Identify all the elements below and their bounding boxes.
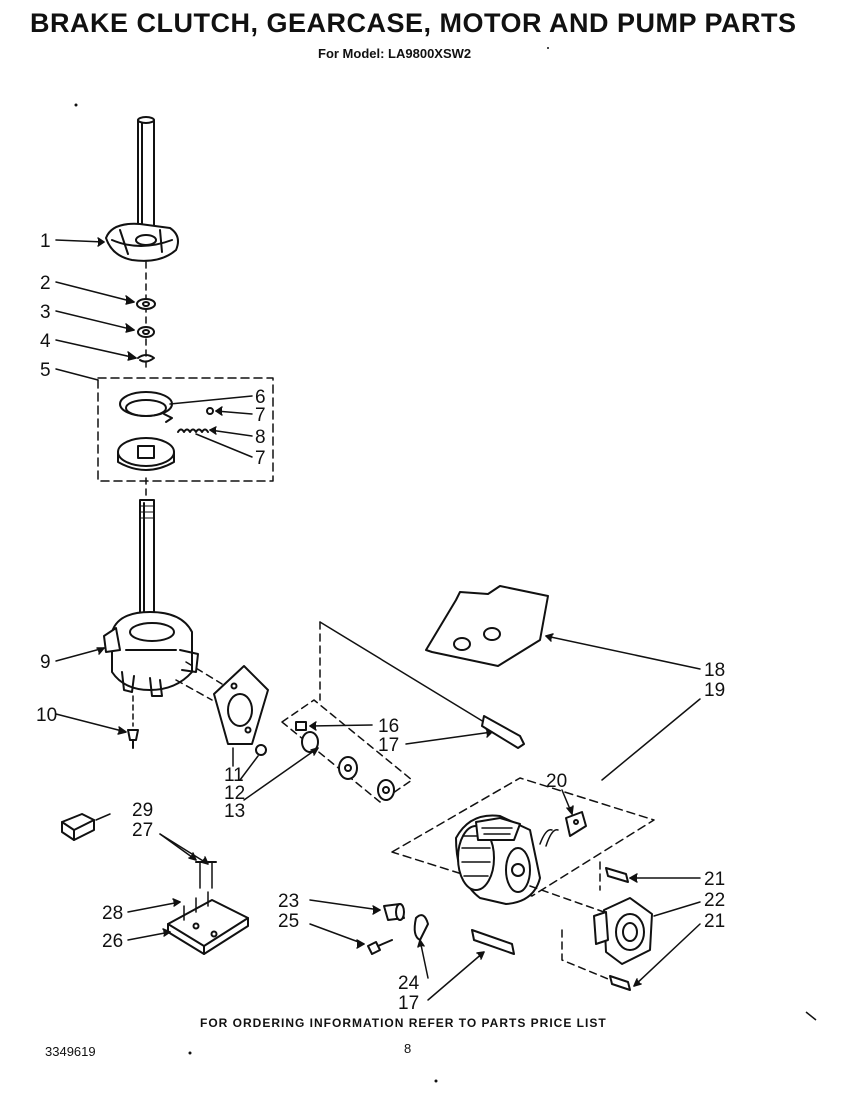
callout-11: 11 (224, 765, 244, 786)
callout-labels: 1 2 3 4 5 6 7 8 7 9 10 11 12 13 16 17 18… (36, 231, 725, 1014)
callout-23: 23 (278, 891, 299, 912)
lower-shaft (139, 499, 155, 629)
callout-10: 10 (36, 705, 57, 726)
callout-21b: 21 (704, 911, 725, 932)
ordering-note: FOR ORDERING INFORMATION REFER TO PARTS … (200, 1016, 607, 1030)
part-7-pin (206, 407, 214, 415)
callout-24: 24 (398, 973, 420, 994)
callout-13: 13 (224, 801, 245, 822)
callout-17a: 17 (378, 735, 399, 756)
part-4-retainer (137, 354, 155, 363)
callout-16: 16 (378, 716, 399, 737)
part-25-screw (367, 939, 393, 955)
scan-specks (74, 47, 817, 1083)
callout-9: 9 (40, 652, 51, 673)
part-13-couplings (301, 731, 395, 801)
callout-2: 2 (40, 273, 51, 294)
part-21-clip-upper (605, 867, 629, 883)
part-2-washer (136, 298, 156, 310)
part-10-bolt (127, 695, 139, 749)
part-17-lower-bracket (471, 929, 515, 955)
brake-drum (117, 437, 175, 471)
part-17-bracket (481, 715, 525, 749)
callout-21a: 21 (704, 869, 725, 890)
callout-7b: 7 (255, 448, 266, 469)
callout-7a: 7 (255, 405, 266, 426)
callout-3: 3 (40, 302, 51, 323)
callout-26: 26 (102, 931, 123, 952)
page-number: 8 (404, 1041, 412, 1056)
callout-18: 18 (704, 660, 725, 681)
part-1-brake-cam (105, 222, 179, 262)
part-18-plate (425, 585, 549, 667)
callout-4: 4 (40, 331, 51, 352)
callout-12: 12 (224, 783, 245, 804)
model-subtitle: For Model: LA9800XSW2 (318, 46, 472, 61)
part-27-screws (195, 861, 217, 889)
callout-20: 20 (546, 771, 567, 792)
part-6-brake-band (119, 391, 173, 423)
callout-27: 27 (132, 820, 153, 841)
upper-shaft (137, 116, 155, 241)
callout-29: 29 (132, 800, 153, 821)
callout-8: 8 (255, 427, 266, 448)
document-number: 3349619 (45, 1044, 96, 1059)
part-26-bracket (167, 891, 249, 955)
part-20-switch (565, 811, 587, 837)
part-3-ring (137, 326, 155, 338)
part-16-screw (295, 721, 307, 731)
callout-25: 25 (278, 911, 299, 932)
leader-lines (55, 237, 701, 1001)
callout-28: 28 (102, 903, 123, 924)
part-24-strap (413, 914, 429, 941)
motor (455, 814, 559, 905)
page-title: BRAKE CLUTCH, GEARCASE, MOTOR AND PUMP P… (30, 8, 797, 38)
part-5-group-box (97, 377, 274, 482)
part-23-capacitor (383, 903, 405, 921)
part-9-gearcase (103, 611, 199, 697)
callout-1: 1 (40, 231, 51, 252)
mounting-plate (213, 665, 269, 745)
callout-17b: 17 (398, 993, 419, 1014)
callout-22: 22 (704, 890, 725, 911)
callout-6: 6 (255, 387, 266, 408)
part-8-spring (177, 428, 209, 433)
callout-5: 5 (40, 360, 51, 381)
callout-19: 19 (704, 680, 725, 701)
part-11-12-nut (255, 744, 267, 756)
part-29-block (61, 813, 95, 841)
part-21-clip-lower (609, 975, 631, 991)
part-22-pump (593, 897, 653, 965)
